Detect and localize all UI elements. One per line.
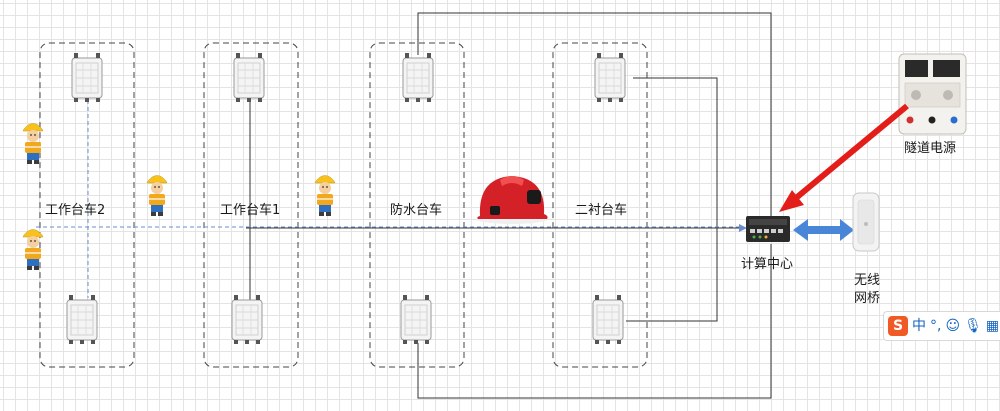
cable-bottom-loop: [417, 244, 772, 399]
wireless-bridge-label-2: 网桥: [854, 291, 881, 306]
access-point-icon: [231, 294, 263, 345]
cable-top-loop: [417, 12, 772, 218]
cart-box-waterproof: [369, 42, 465, 368]
wireless-bridge-icon: [852, 192, 880, 252]
access-point-icon: [402, 52, 434, 103]
access-point-icon: [400, 294, 432, 345]
power-arrowhead: [779, 190, 804, 212]
worker-icon: [146, 174, 168, 217]
access-point-icon: [71, 52, 103, 103]
tunnel-power-label: 隧道电源: [904, 141, 957, 156]
ime-toolbar[interactable]: S 中 °, ☺ 🎙 ▦: [883, 311, 1000, 341]
cart-label-lining: 二衬台车: [575, 203, 628, 218]
bridge-link-arrow: [793, 219, 854, 241]
helmet-icon: [476, 176, 548, 224]
network-switch-icon: [746, 216, 790, 242]
compute-center-label: 计算中心: [741, 257, 794, 272]
cart-box-work-1: [203, 42, 299, 368]
worker-icon: [314, 174, 336, 217]
access-point-icon: [592, 294, 624, 345]
ime-more-icon[interactable]: ▦: [985, 318, 1000, 334]
cart-box-work-2: [39, 42, 135, 368]
ime-punctuation-toggle[interactable]: °,: [930, 318, 942, 334]
cart-label-waterproof: 防水台车: [390, 203, 443, 218]
microphone-icon[interactable]: 🎙: [964, 318, 982, 334]
cable-lining-top: [626, 77, 718, 322]
access-point-icon: [233, 52, 265, 103]
emoji-icon[interactable]: ☺: [945, 318, 961, 334]
wireless-bridge-label-1: 无线: [854, 273, 881, 288]
signal-arrowhead: [739, 224, 747, 232]
cart-label-work-2: 工作台车2: [45, 203, 106, 218]
ime-mode-toggle[interactable]: 中: [912, 318, 926, 334]
ime-logo-icon[interactable]: S: [888, 316, 908, 336]
cart-label-work-1: 工作台车1: [220, 203, 281, 218]
access-point-icon: [594, 52, 626, 103]
power-supply-icon: [898, 53, 967, 135]
power-feed-arrow: [794, 103, 909, 201]
access-point-icon: [66, 294, 98, 345]
cart-box-lining: [552, 42, 648, 368]
